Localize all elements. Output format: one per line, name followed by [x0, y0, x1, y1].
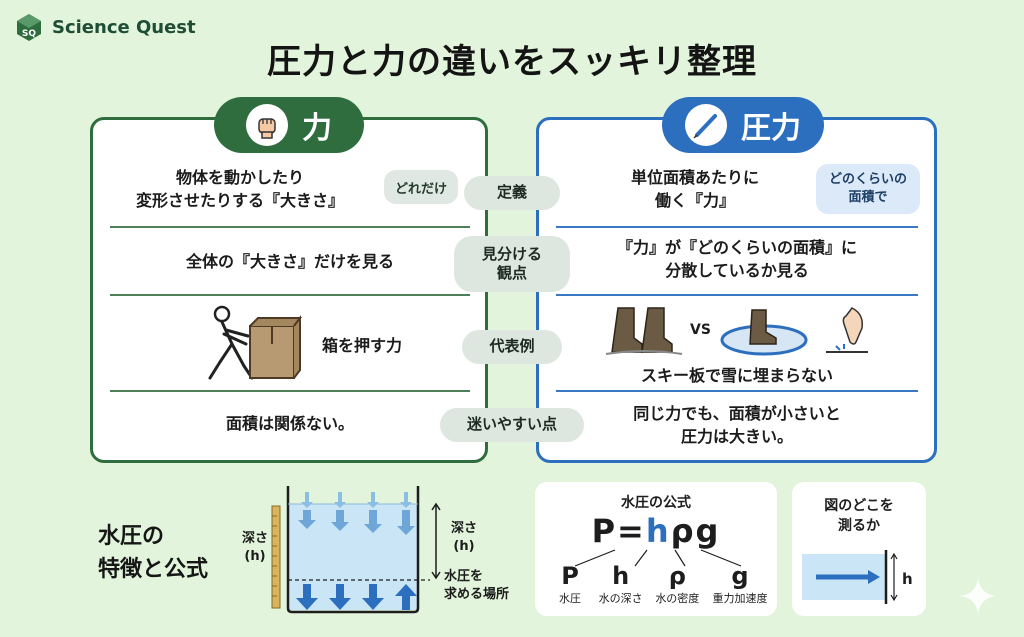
- pressure-pitfall-line-2: 圧力は大きい。: [680, 427, 793, 447]
- formula-terms: P 水圧 h 水の深さ ρ 水の密度 g 重力加速度: [548, 562, 772, 606]
- term-rho-label: 水の密度: [655, 592, 700, 605]
- term-g-symbol: g: [731, 562, 749, 590]
- pressure-heading-label: 圧力: [741, 111, 801, 146]
- formula-rho: ρ: [670, 512, 696, 550]
- sq-cube-logo-icon: SQ: [17, 14, 41, 41]
- person-pushing-box-icon: [208, 305, 302, 380]
- term-g: g 重力加速度: [708, 562, 772, 606]
- label-definition: 定義: [464, 176, 560, 210]
- svg-text:SQ: SQ: [22, 29, 36, 39]
- formula-card: [535, 482, 777, 616]
- label-viewpoint-line-1: 見分ける: [481, 244, 542, 263]
- depth-right-line-1: 深さ: [450, 521, 477, 536]
- left-divider-2: [110, 294, 470, 296]
- label-pitfall: 迷いやすい点: [440, 408, 584, 442]
- fist-icon: [246, 104, 288, 146]
- pressure-note-line-2: 面積で: [848, 190, 888, 205]
- term-h-label: 水の深さ: [598, 592, 643, 605]
- left-divider-1: [110, 226, 470, 228]
- right-divider-1: [556, 226, 918, 228]
- brand-name: Science Quest: [52, 16, 196, 38]
- force-definition-line-1: 物体を動かしたり: [175, 168, 304, 187]
- force-heading: 力: [214, 97, 364, 153]
- pressure-note-line-1: どのくらいの: [828, 171, 907, 187]
- term-p-symbol: P: [561, 562, 579, 590]
- force-definition-line-2: 変形させたりする『大きさ』: [135, 191, 344, 211]
- term-p-label: 水圧: [559, 592, 581, 605]
- force-viewpoint: 全体の『大きさ』だけを見る: [185, 252, 394, 271]
- water-tank-diagram: [271, 486, 441, 614]
- measure-point-line-2: 求める場所: [444, 586, 510, 602]
- depth-left-line-2: (h): [244, 548, 266, 564]
- formula-g: g: [695, 512, 721, 550]
- measure-title-line-1: 図のどこを: [824, 498, 894, 514]
- term-p: P 水圧: [548, 562, 592, 606]
- formula-p: P: [591, 512, 618, 550]
- measure-h-label: h: [902, 570, 913, 588]
- force-pitfall: 面積は関係ない。: [225, 414, 354, 433]
- formula-connector-lines: [574, 549, 742, 567]
- measure-point-label: 水圧を 求める場所: [444, 568, 528, 603]
- term-h: h 水の深さ: [595, 562, 647, 606]
- pressure-definition-note: どのくらいの 面積で: [816, 164, 920, 214]
- depth-label-right: 深さ (h): [446, 520, 482, 555]
- formula-equals: =: [617, 512, 646, 550]
- pressure-definition-line-2: 働く『力』: [654, 191, 735, 211]
- water-title-line-2: 特徴と公式: [98, 557, 209, 582]
- force-example: 箱を押す力: [322, 336, 403, 355]
- pressure-heading: 圧力: [662, 97, 824, 153]
- measure-card-title: 図のどこを 測るか: [792, 496, 926, 537]
- right-divider-3: [556, 390, 918, 392]
- pressure-definition: 単位面積あたりに 働く『力』: [580, 166, 810, 212]
- pressure-pitfall-line-1: 同じ力でも、面積が小さいと: [633, 404, 841, 423]
- force-definition: 物体を動かしたり 変形させたりする『大きさ』: [106, 166, 374, 212]
- measure-title-line-2: 測るか: [838, 518, 880, 535]
- water-pressure-title: 水圧の 特徴と公式: [98, 520, 208, 586]
- formula-h: h: [645, 512, 671, 550]
- sparkle-icon: [960, 578, 996, 614]
- pressure-pitfall: 同じ力でも、面積が小さいと 圧力は大きい。: [556, 402, 918, 448]
- pressure-viewpoint-line-2: 分散しているか見る: [665, 261, 809, 281]
- label-example: 代表例: [462, 330, 562, 364]
- label-viewpoint: 見分ける 観点: [454, 236, 570, 292]
- term-h-symbol: h: [612, 562, 630, 590]
- vs-label: VS: [690, 322, 711, 338]
- left-divider-3: [110, 390, 470, 392]
- right-divider-2: [556, 294, 918, 296]
- force-definition-note: どれだけ: [384, 170, 458, 204]
- water-title-line-1: 水圧の: [98, 524, 165, 549]
- formula-card-title: 水圧の公式: [621, 495, 691, 511]
- term-rho-symbol: ρ: [668, 562, 686, 590]
- term-rho: ρ 水の密度: [649, 562, 705, 606]
- pressure-example: スキー板で雪に埋まらない: [640, 366, 833, 385]
- needle-icon: [685, 104, 727, 146]
- brand: SQ Science Quest: [14, 12, 196, 42]
- pressure-definition-line-1: 単位面積あたりに: [630, 168, 759, 187]
- term-g-label: 重力加速度: [712, 592, 768, 605]
- depth-left-line-1: 深さ: [241, 531, 268, 546]
- pressure-viewpoint: 『力』が『どのくらいの面積』に 分散しているか見る: [556, 236, 918, 282]
- force-heading-label: 力: [302, 111, 332, 146]
- snowshoes-icon: [720, 309, 808, 356]
- page-title: 圧力と力の違いをスッキリ整理: [267, 42, 757, 82]
- measure-point-line-1: 水圧を: [444, 569, 484, 584]
- pressure-viewpoint-line-1: 『力』が『どのくらいの面積』に: [616, 238, 857, 257]
- measure-diagram: [802, 550, 898, 604]
- finger-press-icon: [826, 307, 868, 353]
- depth-right-line-2: (h): [453, 538, 475, 554]
- formula-expression: P=hρg: [535, 512, 777, 550]
- boots-icon: [605, 307, 683, 355]
- depth-label-left: 深さ (h): [238, 530, 272, 565]
- label-viewpoint-line-2: 観点: [496, 264, 527, 282]
